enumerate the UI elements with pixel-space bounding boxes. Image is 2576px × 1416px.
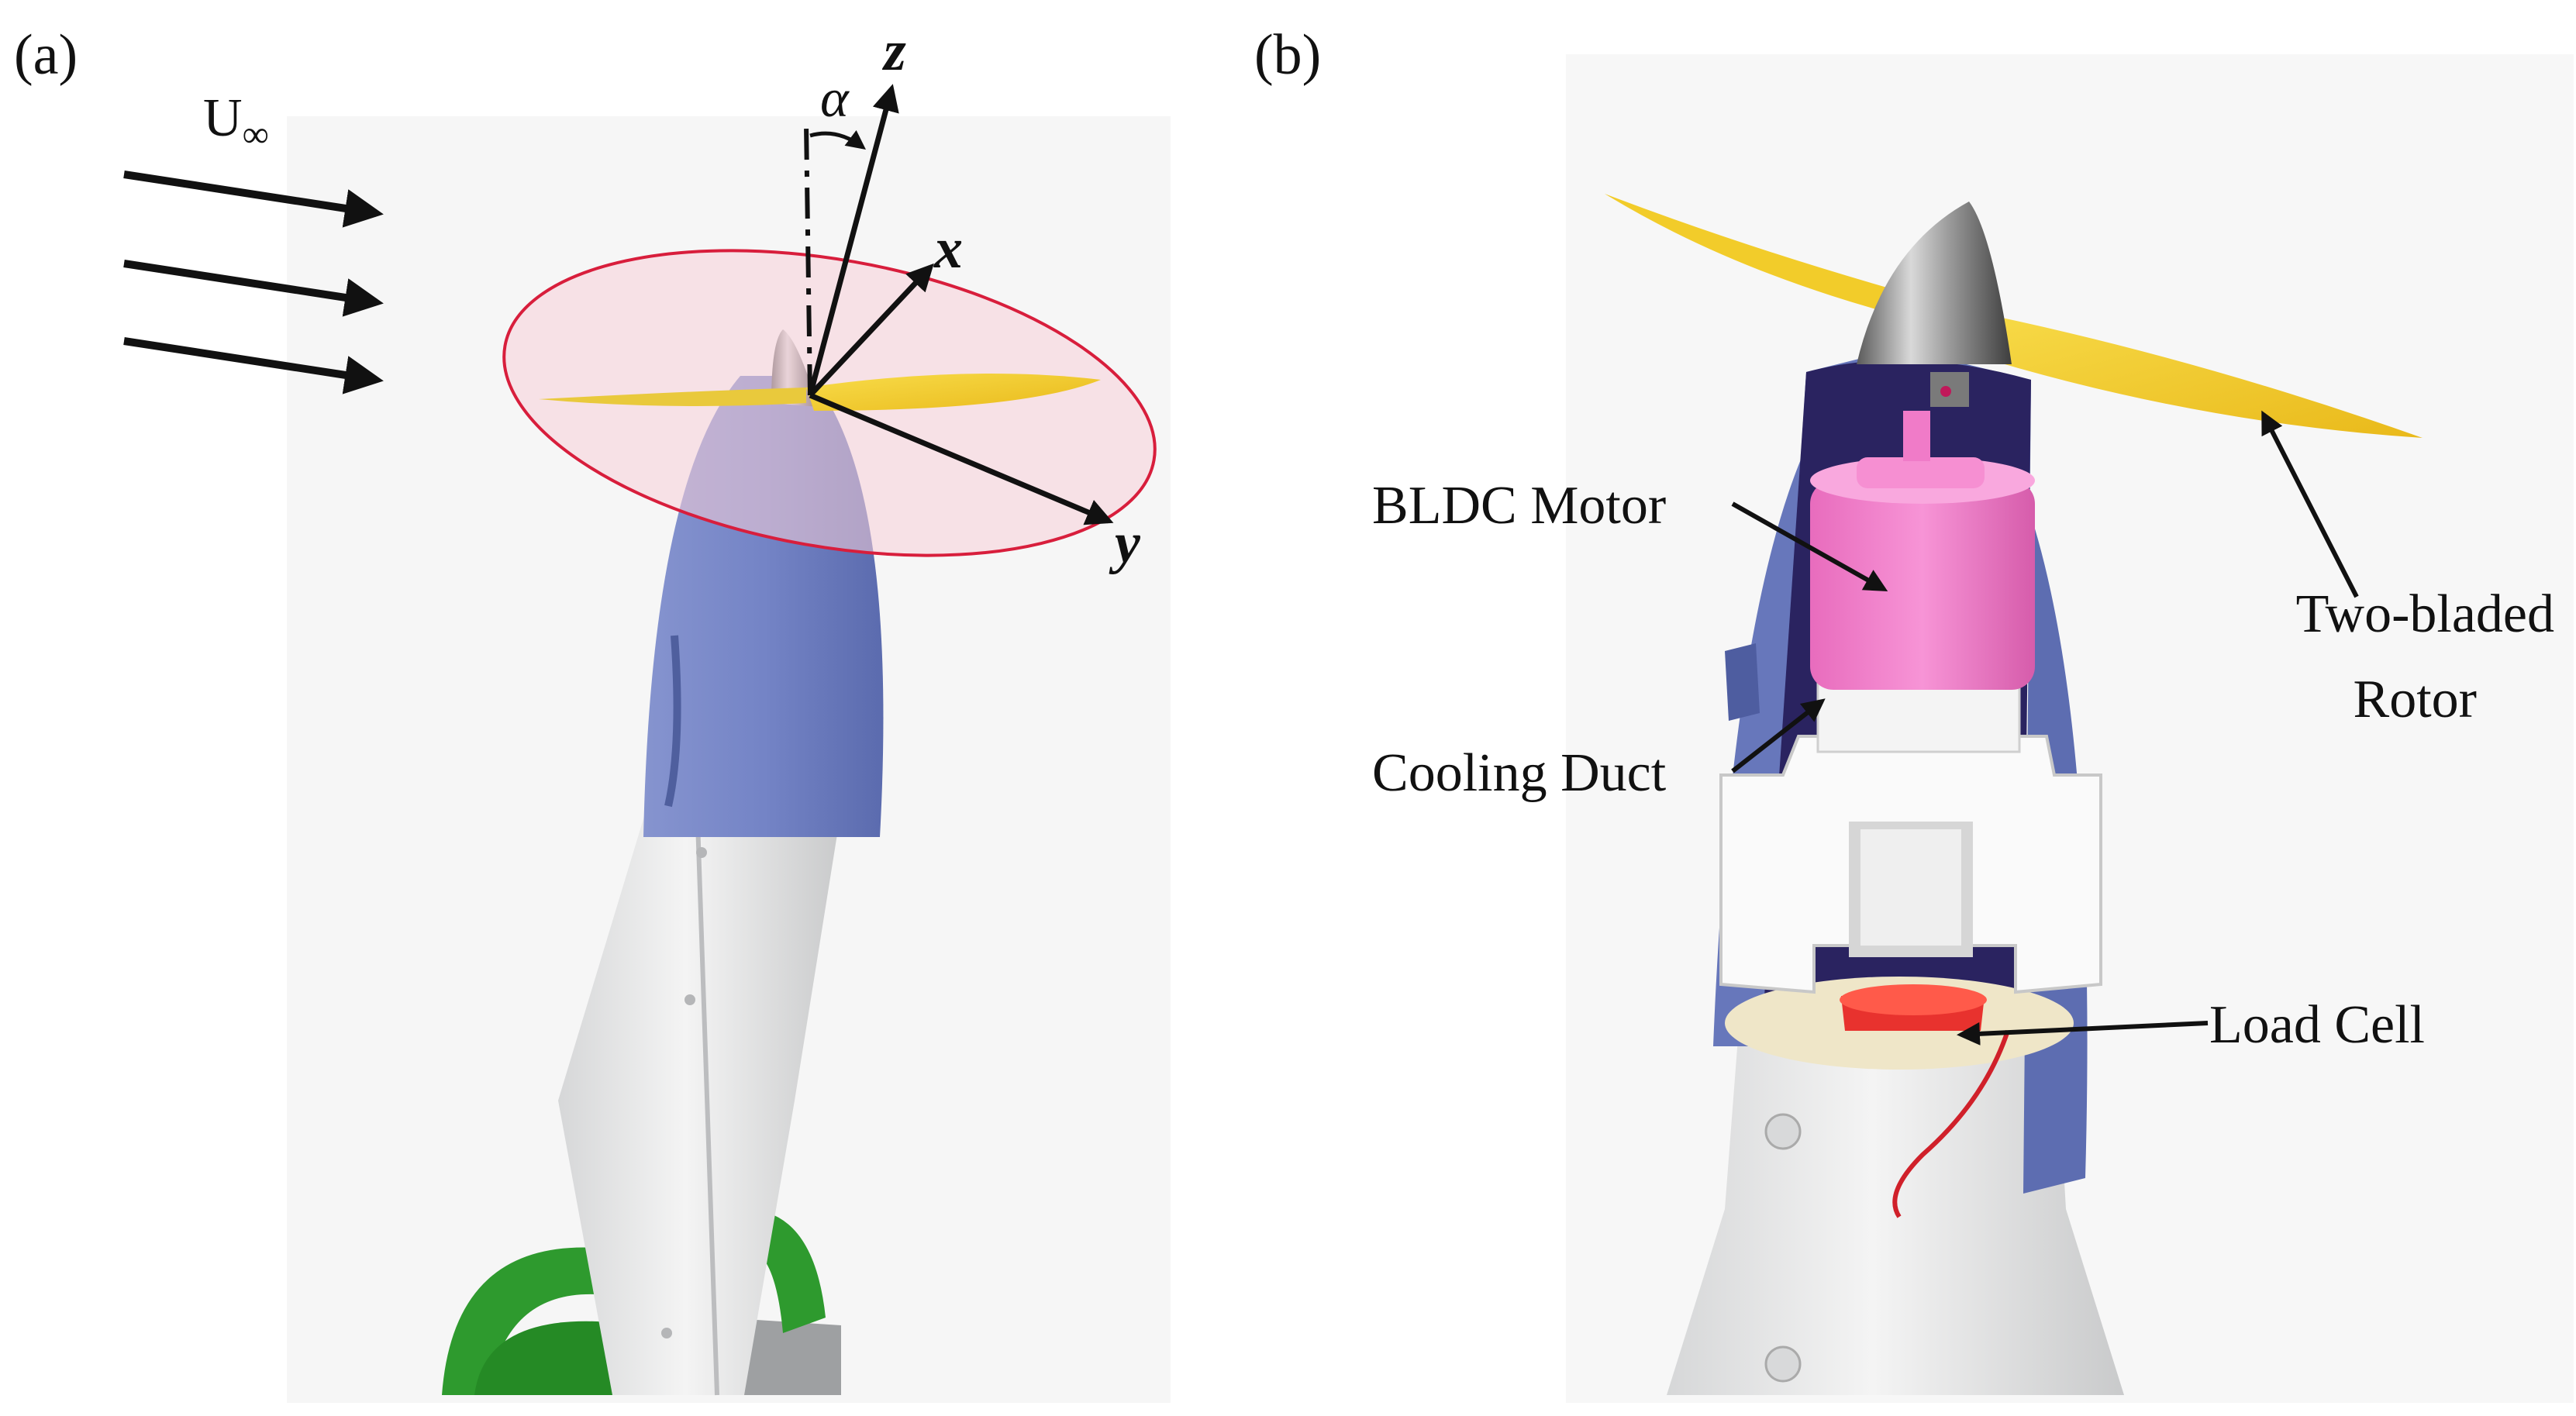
callout-bldc-motor: BLDC Motor [1372,476,1666,536]
coordinate-axes [804,84,1114,525]
rotor-blade-left-b [1605,194,1954,326]
vertical-reference-line [804,123,812,396]
cooling-duct [1725,643,1760,721]
callout-cooling-duct: Cooling Duct [1372,743,1667,803]
bldc-motor [1810,481,2035,690]
alpha-label: α [820,69,850,129]
freestream-arrow-2 [123,260,384,317]
freestream-label: U∞ [203,88,269,155]
y-axis-arrow [809,392,1114,525]
x-axis-arrow [808,263,934,398]
leader-rotor [2261,410,2359,598]
rotor-blade-left-a [539,388,806,406]
rotor-blade-right-b [1954,310,2423,438]
callout-load-cell: Load Cell [2209,995,2425,1055]
x-axis-label: x [933,217,963,281]
alpha-angle-arc [809,129,866,150]
z-axis-arrow [807,84,899,396]
freestream-symbol: U [203,88,243,148]
leader-load-cell [1957,1021,2209,1046]
panel-b: (b) BLDC Motor Cooling Duct Load Cell Tw… [1254,23,2574,1403]
leader-cooling-duct [1731,698,1826,773]
leader-bldc-motor [1731,501,1888,591]
load-cell-wire [1892,1030,2010,1218]
freestream-arrow-1 [123,171,384,228]
callout-rotor-line1: Two-bladed [2296,584,2554,644]
freestream-arrows [123,171,384,394]
panel-a-label: (a) [14,23,78,87]
support-strut [558,806,841,1395]
z-axis-label: z [881,19,906,83]
motor-shaft [1903,411,1930,461]
rotor-blade-right-a [806,374,1101,411]
panel-b-label: (b) [1254,23,1321,87]
panel-a: (a) U∞ α z x y [14,19,1171,1403]
freestream-arrow-3 [123,337,384,394]
leader-lines [1731,410,2359,1046]
spinner-b [1857,202,2012,364]
freestream-subscript: ∞ [243,114,269,155]
callout-rotor-line2: Rotor [2354,670,2477,729]
